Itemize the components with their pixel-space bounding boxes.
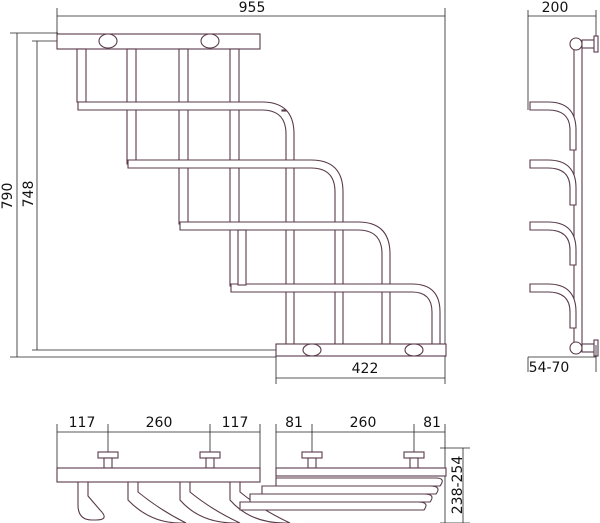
top-view-left: 117 260 117 <box>56 415 291 523</box>
top-mount-bar <box>56 33 261 50</box>
top-view-right-bar <box>275 467 447 477</box>
lower-verticals <box>237 109 287 286</box>
top-view-right-arms <box>239 477 443 511</box>
dimension-width-422: 422 <box>275 356 446 384</box>
top-view-left-bar <box>56 467 261 483</box>
side-mount-top <box>569 37 583 51</box>
mount-left-top <box>98 33 118 49</box>
side-mount-bottom <box>569 341 583 355</box>
depth-range-label: 238-254 <box>450 456 466 515</box>
top-view-left-arms <box>77 481 291 523</box>
width-label: 955 <box>239 0 266 16</box>
wall-gap-label: 54-70 <box>529 360 570 376</box>
mount-right-bottom <box>404 343 424 357</box>
mount-right-top <box>200 33 220 49</box>
front-view: 955 790 748 <box>0 0 447 384</box>
left-seg-3-label: 117 <box>222 415 249 431</box>
inner-height-label: 748 <box>21 181 37 208</box>
mount-left-bottom <box>302 343 322 357</box>
dimension-wall-gap: 54-70 <box>527 345 597 376</box>
left-seg-2-label: 260 <box>146 415 173 431</box>
right-seg-2-label: 260 <box>350 415 377 431</box>
dimension-segments-left: 117 260 117 <box>56 415 261 470</box>
dimension-segments-right: 81 260 81 <box>275 415 446 523</box>
dimension-depth-range: 238-254 <box>440 447 470 523</box>
depth-label: 200 <box>542 0 569 16</box>
right-seg-3-label: 81 <box>423 415 441 431</box>
bottom-width-label: 422 <box>352 361 379 377</box>
left-seg-1-label: 117 <box>69 415 96 431</box>
dimension-height-790: 790 <box>0 32 276 358</box>
side-view: 200 54-70 <box>527 0 599 376</box>
side-arms <box>529 101 577 329</box>
dimension-depth-200: 200 <box>527 0 597 110</box>
height-label: 790 <box>0 183 16 210</box>
dimension-width-955: 955 <box>56 0 446 350</box>
top-view-right: 81 260 81 238-254 <box>239 415 470 523</box>
right-seg-1-label: 81 <box>285 415 303 431</box>
